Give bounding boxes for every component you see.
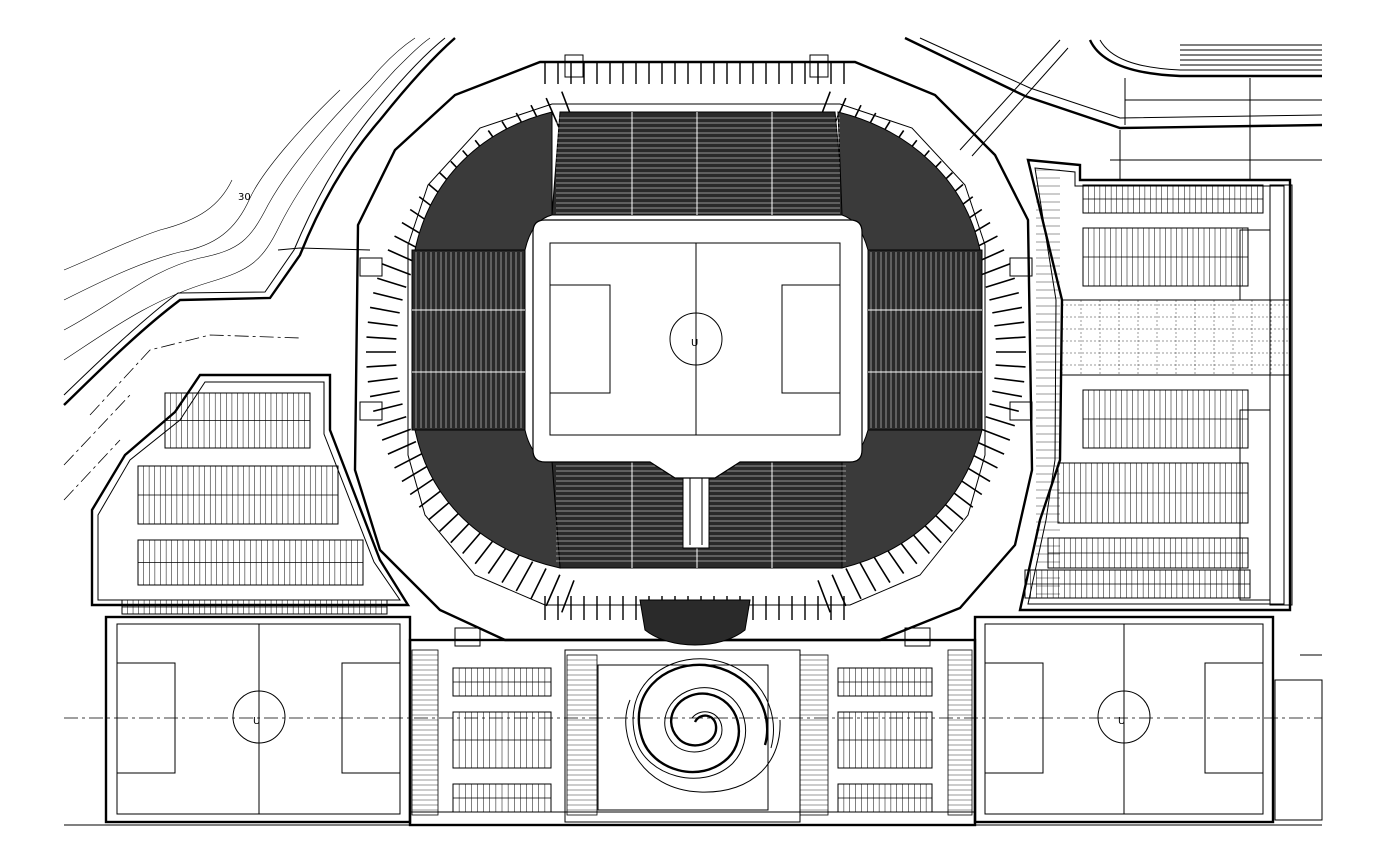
stand-corner-tl	[414, 111, 553, 251]
training-pitch-left: U	[104, 615, 412, 824]
level-mark: 30	[238, 192, 251, 203]
site-details: 30	[64, 54, 1323, 826]
plaza-entrance-steps	[639, 599, 751, 646]
parking-left	[90, 373, 411, 615]
seating-stands	[411, 111, 983, 569]
right-pitch-center-mark: U	[1118, 716, 1125, 727]
parking-left-stalls	[121, 392, 388, 615]
ring-top-posts	[544, 62, 845, 84]
parking-right-stalls	[1024, 184, 1264, 599]
parking-right	[1018, 158, 1293, 612]
stand-left	[411, 249, 526, 431]
training-pitch-right: U	[973, 615, 1275, 824]
stand-corner-bl	[414, 429, 561, 569]
spiral-sculpture	[625, 658, 781, 793]
stand-top	[551, 111, 846, 216]
left-pitch-center-mark: U	[253, 716, 260, 727]
central-plaza	[408, 599, 977, 827]
plaza-side-paving	[411, 649, 973, 816]
stand-right	[867, 249, 983, 431]
road-and-track	[904, 36, 1323, 180]
main-pitch: U	[532, 219, 863, 479]
terrain-contours	[63, 37, 456, 501]
right-plaza-grid	[1036, 169, 1291, 595]
main-pitch-center-mark: U	[691, 338, 698, 349]
